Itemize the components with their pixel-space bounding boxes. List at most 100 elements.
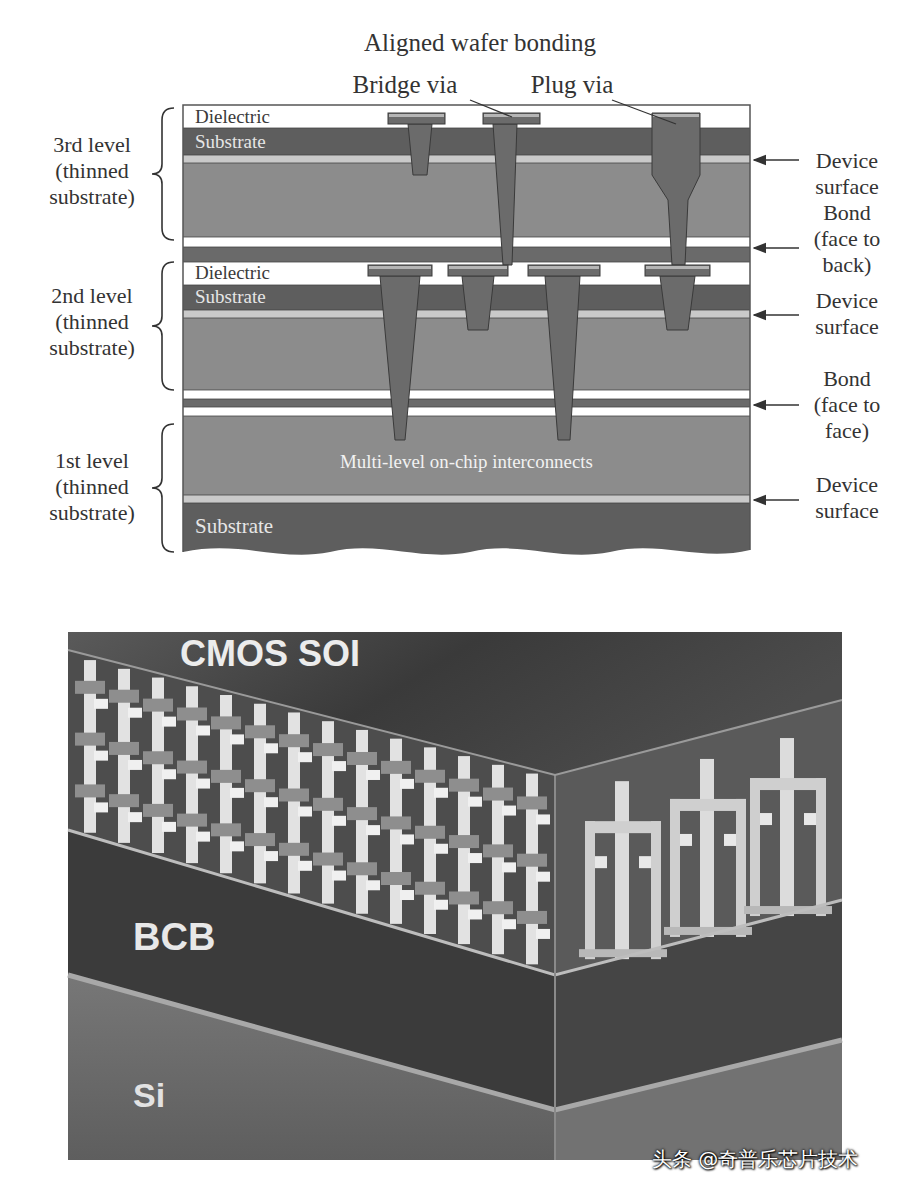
via-leg: [750, 778, 760, 916]
bond-label: Bond (face to back): [803, 200, 891, 278]
via-pad: [75, 681, 105, 694]
via-pad: [230, 734, 244, 744]
via-pad: [298, 752, 312, 762]
via-pad: [196, 779, 210, 789]
via-bar: [750, 778, 826, 790]
via-pad: [177, 708, 207, 721]
via-pad: [279, 789, 309, 802]
via-pad: [75, 784, 105, 797]
via-pad: [332, 816, 346, 826]
cross-section: [183, 105, 750, 555]
pointer-arrows: [754, 160, 799, 500]
via-pad: [75, 733, 105, 746]
via-pad: [264, 743, 278, 753]
surface-label: Device surface: [803, 288, 891, 340]
via-pad: [109, 742, 139, 755]
layer-label: Dielectric: [195, 262, 750, 284]
via-pad: [639, 856, 651, 868]
via-pad: [162, 769, 176, 779]
via-pad: [230, 841, 244, 851]
layer-label: Substrate: [195, 514, 750, 538]
via-pad: [449, 779, 479, 792]
surface-label: Device surface: [803, 148, 891, 200]
via-pad: [128, 760, 142, 770]
via-pad: [347, 752, 377, 765]
via-pad: [517, 854, 547, 867]
via-pad: [94, 802, 108, 812]
via-pad: [415, 882, 445, 895]
via-pad: [449, 891, 479, 904]
via-pillar: [780, 738, 794, 916]
title-label: Aligned wafer bonding: [300, 28, 660, 58]
via-pad: [483, 901, 513, 914]
via-pad: [760, 813, 772, 825]
via-pad: [177, 814, 207, 827]
via-pad: [483, 844, 513, 857]
via-pad: [332, 761, 346, 771]
via-pad: [381, 761, 411, 774]
bond-label: Bond (face to face): [803, 366, 891, 444]
via-pad: [298, 861, 312, 871]
via-pad: [230, 788, 244, 798]
via-pad: [400, 890, 414, 900]
layer-label: Substrate: [195, 131, 750, 153]
layer-band: Dielectric: [183, 262, 750, 285]
via-pad: [517, 796, 547, 809]
via-pad: [298, 807, 312, 817]
via-pad: [313, 798, 343, 811]
via-pad: [434, 844, 448, 854]
layer-band: Substrate: [183, 503, 750, 551]
via-pad: [449, 835, 479, 848]
via-pad: [211, 716, 241, 729]
via-leg: [670, 799, 680, 937]
via-pad: [128, 708, 142, 718]
via-pad: [143, 804, 173, 817]
region-label: CMOS SOI: [180, 634, 360, 674]
via-pad: [143, 751, 173, 764]
via-bar: [585, 821, 661, 833]
via-pad: [483, 788, 513, 801]
via-pad: [434, 900, 448, 910]
via-pad: [332, 871, 346, 881]
level-label: 3rd level (thinned substrate): [32, 132, 152, 210]
layer-band: Dielectric: [183, 105, 750, 129]
via-pad: [502, 862, 516, 872]
via-pad: [177, 761, 207, 774]
layer-label: Substrate: [195, 286, 750, 308]
via-pad: [279, 734, 309, 747]
via-pad: [94, 699, 108, 709]
via-pad: [468, 909, 482, 919]
via-pad: [211, 770, 241, 783]
via-pad: [415, 826, 445, 839]
layer-band: Multi-level on-chip interconnects: [183, 416, 750, 495]
via-pad: [211, 823, 241, 836]
via-pad: [468, 853, 482, 863]
via-pad: [196, 832, 210, 842]
via-pad: [245, 725, 275, 738]
via-leg: [816, 778, 826, 916]
via-pad: [143, 699, 173, 712]
via-pad: [536, 929, 550, 939]
via-pad: [804, 813, 816, 825]
via-pad: [468, 797, 482, 807]
via-pad: [162, 822, 176, 832]
via-pad: [196, 726, 210, 736]
via-pad: [517, 911, 547, 924]
via-pad: [381, 816, 411, 829]
via-pad: [264, 797, 278, 807]
via-pad: [109, 794, 139, 807]
via-pad: [381, 872, 411, 885]
callout-label: Plug via: [512, 70, 632, 100]
via-pad: [347, 807, 377, 820]
level-label: 1st level (thinned substrate): [32, 448, 152, 526]
via-pad: [94, 751, 108, 761]
via-bar: [670, 799, 746, 811]
via-pad: [109, 690, 139, 703]
callout-label: Bridge via: [330, 70, 480, 100]
via-leg: [585, 821, 595, 959]
via-pad: [536, 872, 550, 882]
via-pad: [245, 833, 275, 846]
via-pad: [502, 806, 516, 816]
